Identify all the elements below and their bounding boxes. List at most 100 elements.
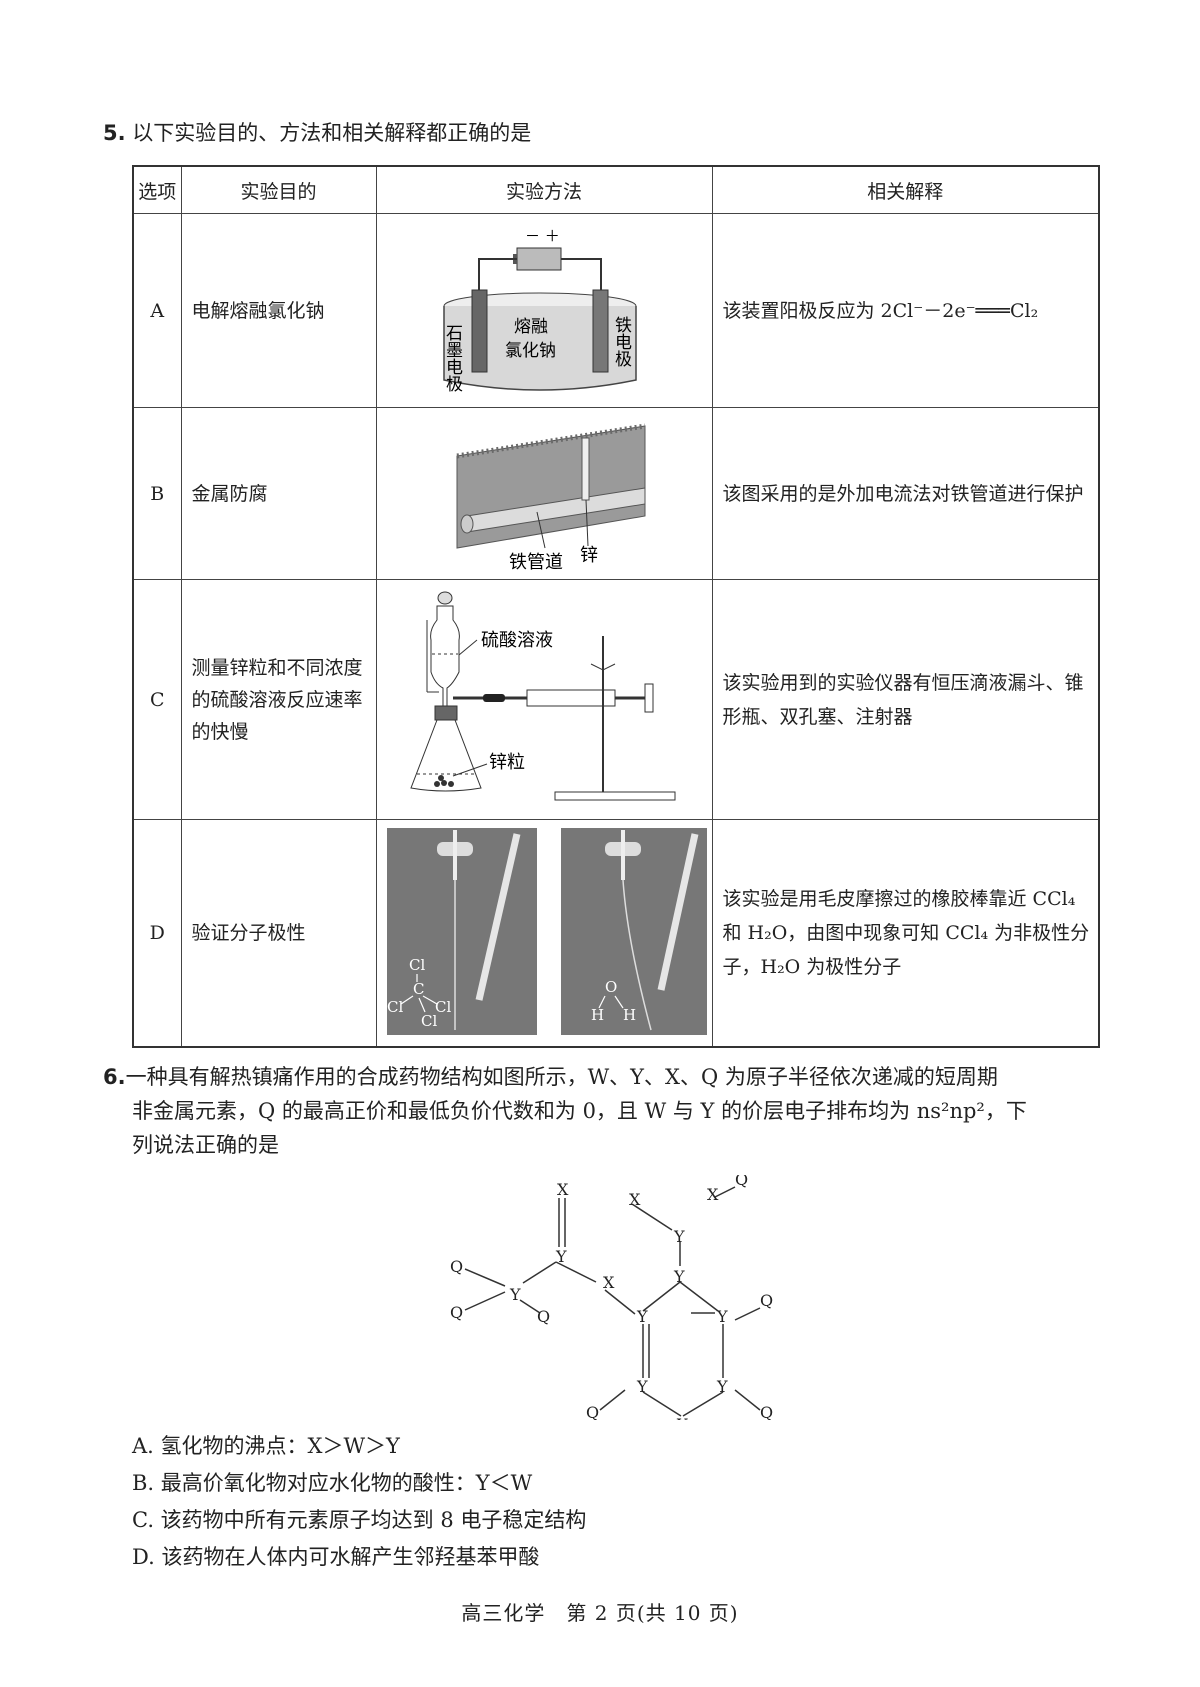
h-left-label: H [591,1006,604,1024]
rubber-stopper [434,705,457,721]
atom-x: X [603,1273,615,1292]
soil-block [456,425,645,549]
atom-q: Q [760,1403,773,1420]
q5-stem: 5. 以下实验目的、方法和相关解释都正确的是 [103,116,531,150]
sulfuric-solution-label: 硫酸溶液 [481,630,553,651]
atom-x: X [629,1190,641,1209]
solution-pointer [458,639,477,656]
graphite-electrode [471,289,487,373]
atom-q: Q [760,1291,773,1310]
atom-q: Q [450,1257,463,1276]
cl-right-label: Cl [435,998,451,1016]
q5-number: 5. [103,121,126,145]
cl-left-label: Cl [387,998,403,1016]
q6-stem: 6.一种具有解热镇痛作用的合成药物结构如图所示，W、Y、X、Q 为原子半径依次递… [103,1060,1103,1162]
battery-sign-label: － ＋ [525,227,560,245]
row-a-goal: 电解熔融氯化钠 [180,213,377,408]
molten-label-1: 熔融 [514,317,548,337]
atom-y: Y [716,1377,728,1396]
zinc-granule [440,780,447,786]
page-footer: 高三化学 第 2 页(共 10 页) [461,1601,739,1625]
structure-bonds [464,1186,761,1417]
graphite-electrode-label: 石墨电极 [442,324,463,392]
circuit-wire [477,258,602,292]
q5-row-c: C 测量锌粒和不同浓度的硫酸溶液反应速率的快慢 硫酸溶液 [132,579,1100,820]
q6-option-b[interactable]: B. 最高价氧化物对应水化物的酸性：Y＜W [132,1471,533,1495]
h-right-label: H [623,1006,636,1024]
q6-stem-line2: 非金属元素，Q 的最高正价和最低负价代数和为 0，且 W 与 Y 的价层电子排布… [132,1099,1027,1123]
c-label: C [413,980,424,998]
beaker-body [442,306,637,391]
rubber-rod [657,833,698,991]
structure-atoms: X Y X Y Q Q Q X Y X Q Y Y Y Q Y Y Q Y Q … [450,1175,773,1420]
q5-stem-text: 以下实验目的、方法和相关解释都正确的是 [132,121,532,145]
funnel-stopper [437,591,452,605]
polarity-photos: Cl C Cl Cl Cl O H H [386,828,707,1035]
water-stream-deflected [621,879,652,1031]
row-b-option: B [132,407,182,580]
q6-structure-diagram: X Y X Y Q Q Q X Y X Q Y Y Y Q Y Y Q Y Q … [450,1175,773,1420]
water-photo [560,828,707,1035]
q6-stem-line1: 一种具有解热镇痛作用的合成药物结构如图所示，W、Y、X、Q 为原子半径依次递减的… [125,1065,998,1089]
pipe-protection-figure: 铁管道 锌 [456,423,645,573]
row-a-explanation: 该装置阳极反应为 2Cl⁻－2e⁻═══Cl₂ [711,213,1100,408]
molten-label-2: 氯化钠 [505,341,556,361]
syringe-barrel [526,689,615,707]
atom-x: X [707,1185,719,1204]
q5-row-a: A 电解熔融氯化钠 － ＋ 石墨电极 熔融 氯化钠 铁电极 该装置阳极反应为 2… [132,213,1100,408]
retort-stand-base [554,791,675,801]
row-d-option: D [132,819,182,1048]
atom-y: Y [555,1247,567,1266]
cl-top-label: Cl [409,956,425,974]
atom-y: Y [636,1307,648,1326]
row-c-explanation: 该实验用到的实验仪器有恒压滴液漏斗、锥形瓶、双孔塞、注射器 [711,579,1100,820]
atom-q: Q [735,1175,748,1189]
atom-q: Q [450,1303,463,1322]
zinc-granule [447,781,454,787]
conical-flask [409,719,482,792]
row-c-goal: 测量锌粒和不同浓度的硫酸溶液反应速率的快慢 [180,579,377,820]
rubber-rod [475,833,520,1001]
cl-bottom-label: Cl [421,1012,437,1030]
zinc-pointer [452,763,487,777]
iron-pipe-label: 铁管道 [509,552,563,573]
row-c-option: C [132,579,182,820]
reaction-rate-apparatus: 硫酸溶液 锌粒 [409,591,675,801]
q6-option-a[interactable]: A. 氢化物的沸点：X＞W＞Y [132,1434,400,1458]
atom-y: Y [716,1307,728,1326]
q6-stem-line3: 列说法正确的是 [132,1133,279,1157]
zinc-granule [437,775,444,781]
q6-option-d[interactable]: D. 该药物在人体内可水解产生邻羟基苯甲酸 [132,1545,540,1569]
row-a-method: － ＋ 石墨电极 熔融 氯化钠 铁电极 [375,213,713,408]
atom-y: Y [673,1267,685,1286]
row-d-goal: 验证分子极性 [180,819,377,1048]
header-option: 选项 [132,165,182,214]
electrolysis-figure: － ＋ 石墨电极 熔融 氯化钠 铁电极 [442,227,637,392]
q5-table: 选项 实验目的 实验方法 相关解释 A 电解熔融氯化钠 － ＋ 石墨电极 熔融 … [132,165,1100,1048]
row-b-goal: 金属防腐 [180,407,377,580]
header-explanation: 相关解释 [711,165,1100,214]
q5-row-d: D 验证分子极性 Cl C Cl Cl Cl O H [132,819,1100,1048]
header-goal: 实验目的 [180,165,377,214]
row-a-option: A [132,213,182,408]
zinc-pointer [585,499,588,547]
row-d-explanation: 该实验是用毛皮摩擦过的橡胶棒靠近 CCl₄ 和 H₂O，由图中现象可知 CCl₄… [711,819,1100,1048]
iron-electrode-label: 铁电极 [611,316,632,367]
q6-option-c[interactable]: C. 该药物中所有元素原子均达到 8 电子稳定结构 [132,1508,587,1532]
battery-icon [516,247,561,271]
q5-table-header: 选项 实验目的 实验方法 相关解释 [132,165,1100,214]
atom-y: Y [636,1377,648,1396]
q6-number: 6. [103,1065,126,1089]
atom-q: Q [586,1403,599,1420]
atom-q: Q [537,1307,550,1326]
zinc-granule [433,781,440,787]
row-b-explanation: 该图采用的是外加电流法对铁管道进行保护 [711,407,1100,580]
pipe-pointer [536,511,545,549]
row-d-method: Cl C Cl Cl Cl O H H [375,819,713,1048]
zinc-label: 锌 [580,545,598,566]
atom-y: Y [673,1227,685,1246]
constant-pressure-funnel [429,605,460,709]
atom-y: Y [676,1415,688,1420]
q6-options: A. 氢化物的沸点：X＞W＞Y B. 最高价氧化物对应水化物的酸性：Y＜W C.… [132,1428,586,1576]
row-b-method: 铁管道 锌 [375,407,713,580]
